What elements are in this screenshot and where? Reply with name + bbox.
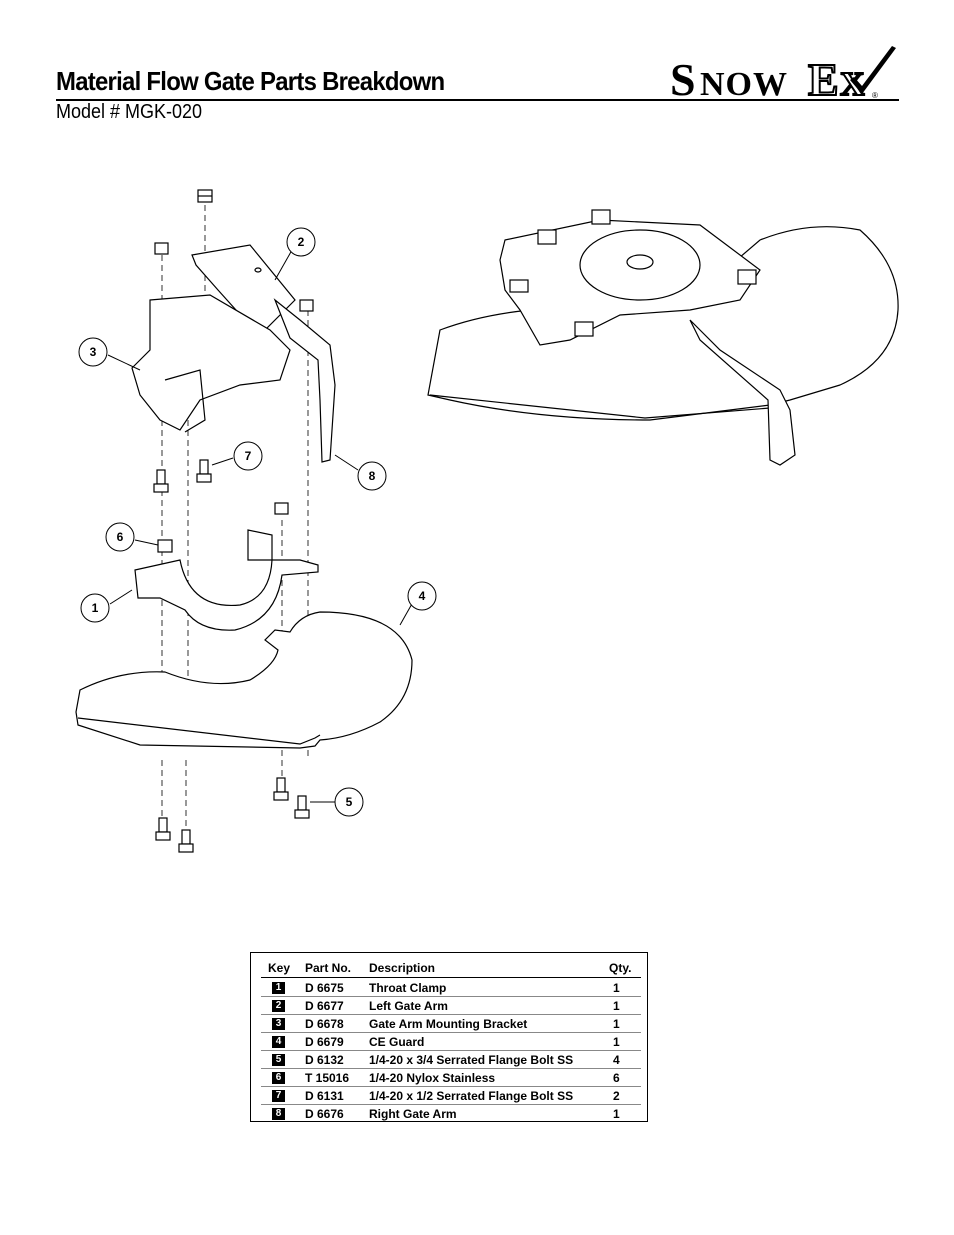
part-number: D 6676 xyxy=(305,1107,344,1121)
table-row: 8 D 6676 Right Gate Arm 1 xyxy=(251,1105,647,1123)
table-row: 6 T 15016 1/4-20 Nylox Stainless 6 xyxy=(251,1069,647,1087)
part-description: 1/4-20 x 1/2 Serrated Flange Bolt SS xyxy=(369,1089,574,1103)
part-qty: 6 xyxy=(613,1071,620,1085)
col-description: Description xyxy=(369,961,436,975)
callouts: 2 3 7 8 6 1 4 5 xyxy=(78,227,437,817)
svg-text:S: S xyxy=(670,54,696,100)
callout-label: 2 xyxy=(298,235,305,249)
row-divider xyxy=(261,1104,641,1105)
header-rule xyxy=(56,99,899,101)
part-qty: 1 xyxy=(613,1035,620,1049)
part-number: D 6677 xyxy=(305,999,344,1013)
key-badge: 8 xyxy=(272,1108,285,1120)
col-key: Key xyxy=(268,961,291,975)
part-description: 1/4-20 x 3/4 Serrated Flange Bolt SS xyxy=(369,1053,574,1067)
callout-3: 3 xyxy=(78,337,108,367)
part-description: Left Gate Arm xyxy=(369,999,448,1013)
part-number: T 15016 xyxy=(305,1071,350,1085)
col-part-no: Part No. xyxy=(305,961,352,975)
callout-label: 1 xyxy=(92,601,99,615)
callout-8: 8 xyxy=(357,461,387,491)
key-badge: 1 xyxy=(272,982,285,994)
part-number: D 6132 xyxy=(305,1053,344,1067)
callout-label: 5 xyxy=(346,795,353,809)
key-badge: 5 xyxy=(272,1054,285,1066)
part-number: D 6675 xyxy=(305,981,344,995)
key-badge: 7 xyxy=(272,1090,285,1102)
row-divider xyxy=(261,1014,641,1015)
part-number: D 6131 xyxy=(305,1089,344,1103)
part-qty: 2 xyxy=(613,1089,620,1103)
part-description: 1/4-20 Nylox Stainless xyxy=(369,1071,496,1085)
part-description: Right Gate Arm xyxy=(369,1107,457,1121)
col-qty: Qty. xyxy=(609,961,632,975)
part-qty: 1 xyxy=(613,1107,620,1121)
svg-text:E: E xyxy=(808,54,839,100)
svg-text:®: ® xyxy=(872,91,878,100)
key-badge: 6 xyxy=(272,1072,285,1084)
key-badge: 3 xyxy=(272,1018,285,1030)
table-row: 5 D 6132 1/4-20 x 3/4 Serrated Flange Bolt… xyxy=(251,1051,647,1069)
part-qty: 1 xyxy=(613,1017,620,1031)
part-qty: 4 xyxy=(613,1053,620,1067)
table-row: 3 D 6678 Gate Arm Mounting Bracket 1 xyxy=(251,1015,647,1033)
part-number: D 6679 xyxy=(305,1035,344,1049)
callout-2: 2 xyxy=(286,227,316,257)
model-number: Model # MGK-020 xyxy=(56,101,203,123)
table-row: 2 D 6677 Left Gate Arm 1 xyxy=(251,997,647,1015)
callout-label: 6 xyxy=(117,530,124,544)
row-divider xyxy=(261,996,641,997)
callout-label: 4 xyxy=(419,589,426,603)
table-row: 4 D 6679 CE Guard 1 xyxy=(251,1033,647,1051)
table-header: Key Part No. Description Qty. xyxy=(251,959,647,977)
part-description: Throat Clamp xyxy=(369,981,447,995)
callout-6: 6 xyxy=(105,522,135,552)
page-title: Material Flow Gate Parts Breakdown xyxy=(56,66,445,96)
callout-label: 3 xyxy=(90,345,97,359)
key-badge: 4 xyxy=(272,1036,285,1048)
row-divider xyxy=(261,1086,641,1087)
part-description: Gate Arm Mounting Bracket xyxy=(369,1017,528,1031)
nut-top xyxy=(197,189,213,203)
parts-table: Key Part No. Description Qty. 1 D 6675 Thr… xyxy=(250,952,648,1122)
callout-7: 7 xyxy=(233,441,263,471)
row-divider xyxy=(261,1050,641,1051)
callout-1: 1 xyxy=(80,593,110,623)
callout-label: 8 xyxy=(369,469,376,483)
callout-5: 5 xyxy=(334,787,364,817)
table-row: 7 D 6131 1/4-20 x 1/2 Serrated Flange Bolt… xyxy=(251,1087,647,1105)
table-row: 1 D 6675 Throat Clamp 1 xyxy=(251,979,647,997)
snowex-logo: S NOW E X ® xyxy=(670,46,896,100)
svg-text:NOW: NOW xyxy=(700,66,788,100)
part-qty: 1 xyxy=(613,981,620,995)
callout-label: 7 xyxy=(245,449,252,463)
row-divider xyxy=(261,1068,641,1069)
callout-4: 4 xyxy=(407,581,437,611)
part-number: D 6678 xyxy=(305,1017,344,1031)
table-divider xyxy=(261,977,641,978)
exploded-parts-diagram: 2 3 7 8 6 1 4 5 xyxy=(75,189,899,853)
row-divider xyxy=(261,1032,641,1033)
part-description: CE Guard xyxy=(369,1035,425,1049)
part-qty: 1 xyxy=(613,999,620,1013)
key-badge: 2 xyxy=(272,1000,285,1012)
